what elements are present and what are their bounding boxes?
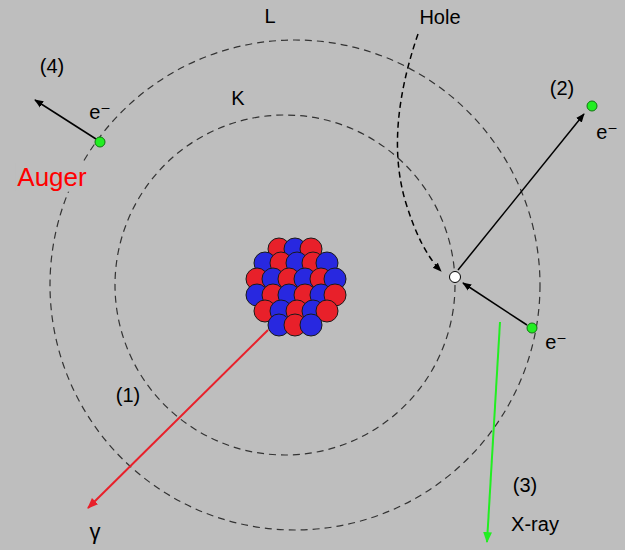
electron-label: e⁻ bbox=[543, 331, 569, 353]
callout-number: (2) bbox=[548, 77, 576, 99]
ejected-electron bbox=[587, 101, 597, 111]
shell-label: K bbox=[229, 87, 246, 109]
nucleus bbox=[246, 238, 346, 336]
electron-label: e⁻ bbox=[87, 101, 113, 123]
gamma-label: γ bbox=[88, 520, 103, 544]
neutron bbox=[300, 314, 322, 336]
callout-number: (1) bbox=[114, 384, 142, 406]
callout-number: (3) bbox=[511, 474, 539, 496]
ejected-electron-arrow bbox=[458, 114, 584, 270]
x-ray-label: X-ray bbox=[509, 513, 561, 535]
auger-label: Auger bbox=[15, 163, 88, 192]
hole-label: Hole bbox=[417, 6, 462, 28]
hole bbox=[450, 272, 461, 283]
k-shell bbox=[115, 115, 455, 455]
hole-pointer bbox=[397, 34, 441, 271]
shell-label: L bbox=[262, 5, 277, 27]
transition-arrow bbox=[463, 283, 527, 325]
callout-number: (4) bbox=[38, 55, 66, 77]
electron-label: e⁻ bbox=[594, 121, 620, 143]
auger-electron bbox=[95, 137, 105, 147]
gamma-ray-arrow bbox=[88, 330, 268, 508]
auger-electron-arrow bbox=[35, 100, 96, 139]
l-shell-electron bbox=[527, 323, 537, 333]
l-shell bbox=[50, 40, 540, 530]
x-ray-arrow bbox=[487, 322, 500, 542]
